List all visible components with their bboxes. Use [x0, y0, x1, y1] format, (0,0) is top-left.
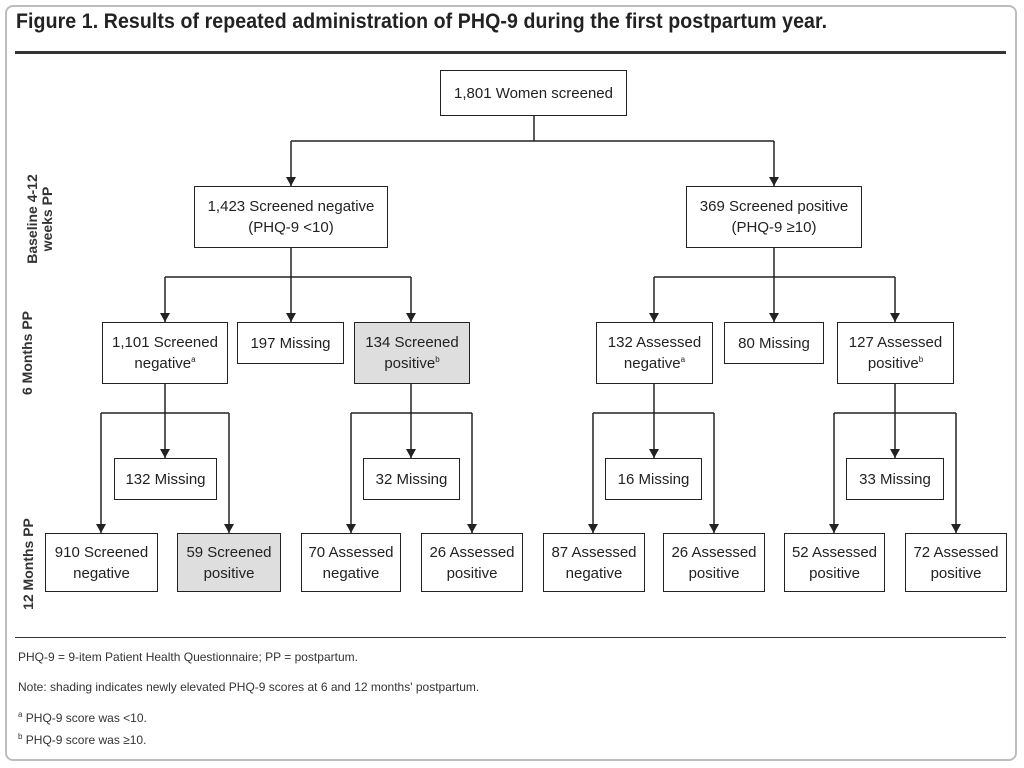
node-6m-missing-negative-branch: 197 Missing: [237, 322, 344, 364]
node-label: 52 Assessed positive: [791, 543, 878, 582]
node-12m-assessed-negative-a: 70 Assessed negative: [301, 533, 401, 592]
arrowhead: [160, 313, 170, 322]
node-12m-missing-1: 132 Missing: [114, 458, 217, 500]
footnote-abbreviations: PHQ-9 = 9-item Patient Health Questionna…: [18, 650, 358, 664]
arrowhead: [160, 449, 170, 458]
arrowhead: [286, 313, 296, 322]
node-12m-assessed-positive-a: 26 Assessed positive: [421, 533, 523, 592]
node-women-screened: 1,801 Women screened: [440, 70, 627, 116]
arrowhead: [286, 177, 296, 186]
arrowhead: [467, 524, 477, 533]
node-12m-missing-4: 33 Missing: [846, 458, 944, 500]
node-label: 80 Missing: [738, 334, 810, 352]
node-baseline-screened-negative: 1,423 Screened negative (PHQ-9 <10): [194, 186, 388, 248]
node-label: 132 Assessed negative: [607, 334, 702, 372]
arrowhead: [649, 449, 659, 458]
footnote-b-marker: b: [18, 732, 23, 741]
stage-label-12-months: 12 Months PP: [20, 518, 36, 610]
node-12m-missing-3: 16 Missing: [605, 458, 702, 500]
stage-label-baseline: Baseline 4-12 weeks PP: [24, 159, 57, 279]
node-12m-assessed-positive-c: 52 Assessed positive: [784, 533, 885, 592]
node-label: 1,423 Screened negative (PHQ-9 <10): [207, 198, 375, 236]
arrowhead: [649, 313, 659, 322]
node-6m-assessed-positive: 127 Assessed positiveb: [837, 322, 954, 384]
node-label: 33 Missing: [859, 470, 931, 488]
stage-label-baseline-line1: Baseline 4-12: [24, 174, 40, 264]
node-label: 910 Screened negative: [54, 543, 149, 582]
title-rule: [15, 51, 1006, 54]
footnote-marker: a: [680, 355, 686, 364]
arrowhead: [769, 177, 779, 186]
node-12m-screened-positive: 59 Screened positive: [177, 533, 281, 592]
footnote-marker: a: [191, 355, 196, 364]
footnote-a-text: PHQ-9 score was <10.: [22, 711, 147, 725]
arrowhead: [890, 313, 900, 322]
footnote-b: b PHQ-9 score was ≥10.: [18, 732, 146, 747]
arrowhead: [588, 524, 598, 533]
node-6m-screened-negative: 1,101 Screened negativea: [102, 322, 228, 384]
node-label: 16 Missing: [617, 470, 690, 488]
arrowhead: [829, 524, 839, 533]
arrowhead: [769, 313, 779, 322]
arrowhead: [709, 524, 719, 533]
stage-label-baseline-line2: weeks PP: [39, 186, 55, 252]
node-12m-screened-negative: 910 Screened negative: [45, 533, 158, 592]
node-12m-assessed-positive-d: 72 Assessed positive: [905, 533, 1007, 592]
node-label: 87 Assessed negative: [551, 543, 637, 582]
node-label: 134 Screened positive: [365, 334, 459, 372]
arrowhead: [890, 449, 900, 458]
node-label: 1,801 Women screened: [454, 84, 613, 102]
arrowhead: [951, 524, 961, 533]
node-label: 72 Assessed positive: [913, 543, 999, 582]
node-label: 132 Missing: [125, 470, 206, 488]
arrowhead: [346, 524, 356, 533]
arrowhead: [96, 524, 106, 533]
footnote-marker: b: [918, 355, 924, 364]
node-label: 1,101 Screened negative: [112, 334, 218, 372]
footnote-b-text: PHQ-9 score was ≥10.: [22, 733, 147, 747]
footnote-a: a PHQ-9 score was <10.: [18, 710, 147, 725]
node-label: 369 Screened positive (PHQ-9 ≥10): [699, 198, 849, 236]
node-6m-missing-positive-branch: 80 Missing: [724, 322, 824, 364]
node-label: 127 Assessed positive: [848, 334, 943, 372]
footnote-a-marker: a: [18, 710, 23, 719]
node-baseline-screened-positive: 369 Screened positive (PHQ-9 ≥10): [686, 186, 862, 248]
node-label: 26 Assessed positive: [429, 543, 515, 582]
node-label: 70 Assessed negative: [308, 543, 394, 582]
node-label: 26 Assessed positive: [671, 543, 757, 582]
arrowhead: [406, 449, 416, 458]
node-label: 32 Missing: [375, 470, 448, 488]
figure-title: Figure 1. Results of repeated administra…: [16, 10, 828, 33]
node-label: 59 Screened positive: [186, 543, 272, 582]
node-6m-assessed-negative: 132 Assessed negativea: [596, 322, 713, 384]
node-6m-screened-positive: 134 Screened positiveb: [354, 322, 470, 384]
node-12m-assessed-negative-b: 87 Assessed negative: [543, 533, 645, 592]
footnote-marker: b: [435, 355, 440, 364]
stage-label-6-months: 6 Months PP: [19, 311, 35, 396]
node-label: 197 Missing: [250, 334, 331, 352]
arrowhead: [224, 524, 234, 533]
arrowhead: [406, 313, 416, 322]
node-12m-assessed-positive-b: 26 Assessed positive: [663, 533, 765, 592]
footnote-rule: [15, 637, 1006, 638]
node-12m-missing-2: 32 Missing: [363, 458, 460, 500]
footnote-shading-note: Note: shading indicates newly elevated P…: [18, 680, 480, 694]
